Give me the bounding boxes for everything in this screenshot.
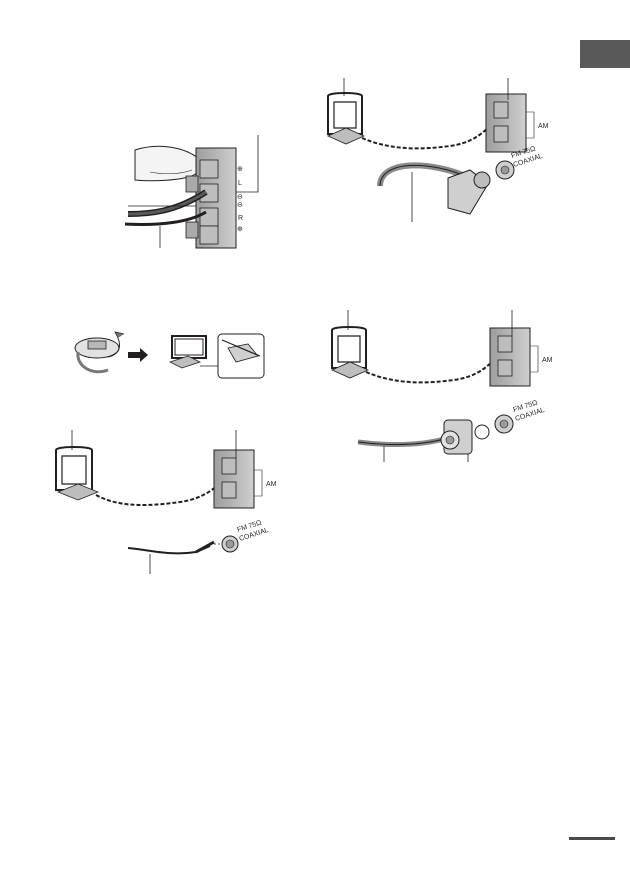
polarity-minus-r: ⊖	[237, 202, 243, 209]
polarity-plus-r: ⊕	[237, 226, 243, 233]
loop-antenna-assembly-figure	[74, 331, 265, 379]
am-label-2: AM	[538, 123, 549, 130]
polarity-minus-l: ⊖	[237, 194, 243, 201]
am-fm-connection-figure-1: AM FM 75Ω COAXIAL	[55, 430, 277, 574]
section-tab	[580, 40, 630, 68]
speaker-terminal-figure: ⊕ L ⊖ ⊖ R ⊕	[124, 135, 259, 249]
continued-rule	[569, 837, 615, 840]
channel-l-label: L	[238, 180, 242, 187]
channel-r-label: R	[238, 215, 243, 222]
am-label-1: AM	[266, 481, 277, 488]
am-fm-connection-figure-2: AM FM 75Ω COAXIAL	[327, 78, 549, 222]
polarity-plus-l: ⊕	[237, 166, 243, 173]
am-label-3: AM	[542, 357, 553, 364]
am-fm-connection-figure-3: AM FM 75Ω COAXIAL	[331, 310, 553, 462]
